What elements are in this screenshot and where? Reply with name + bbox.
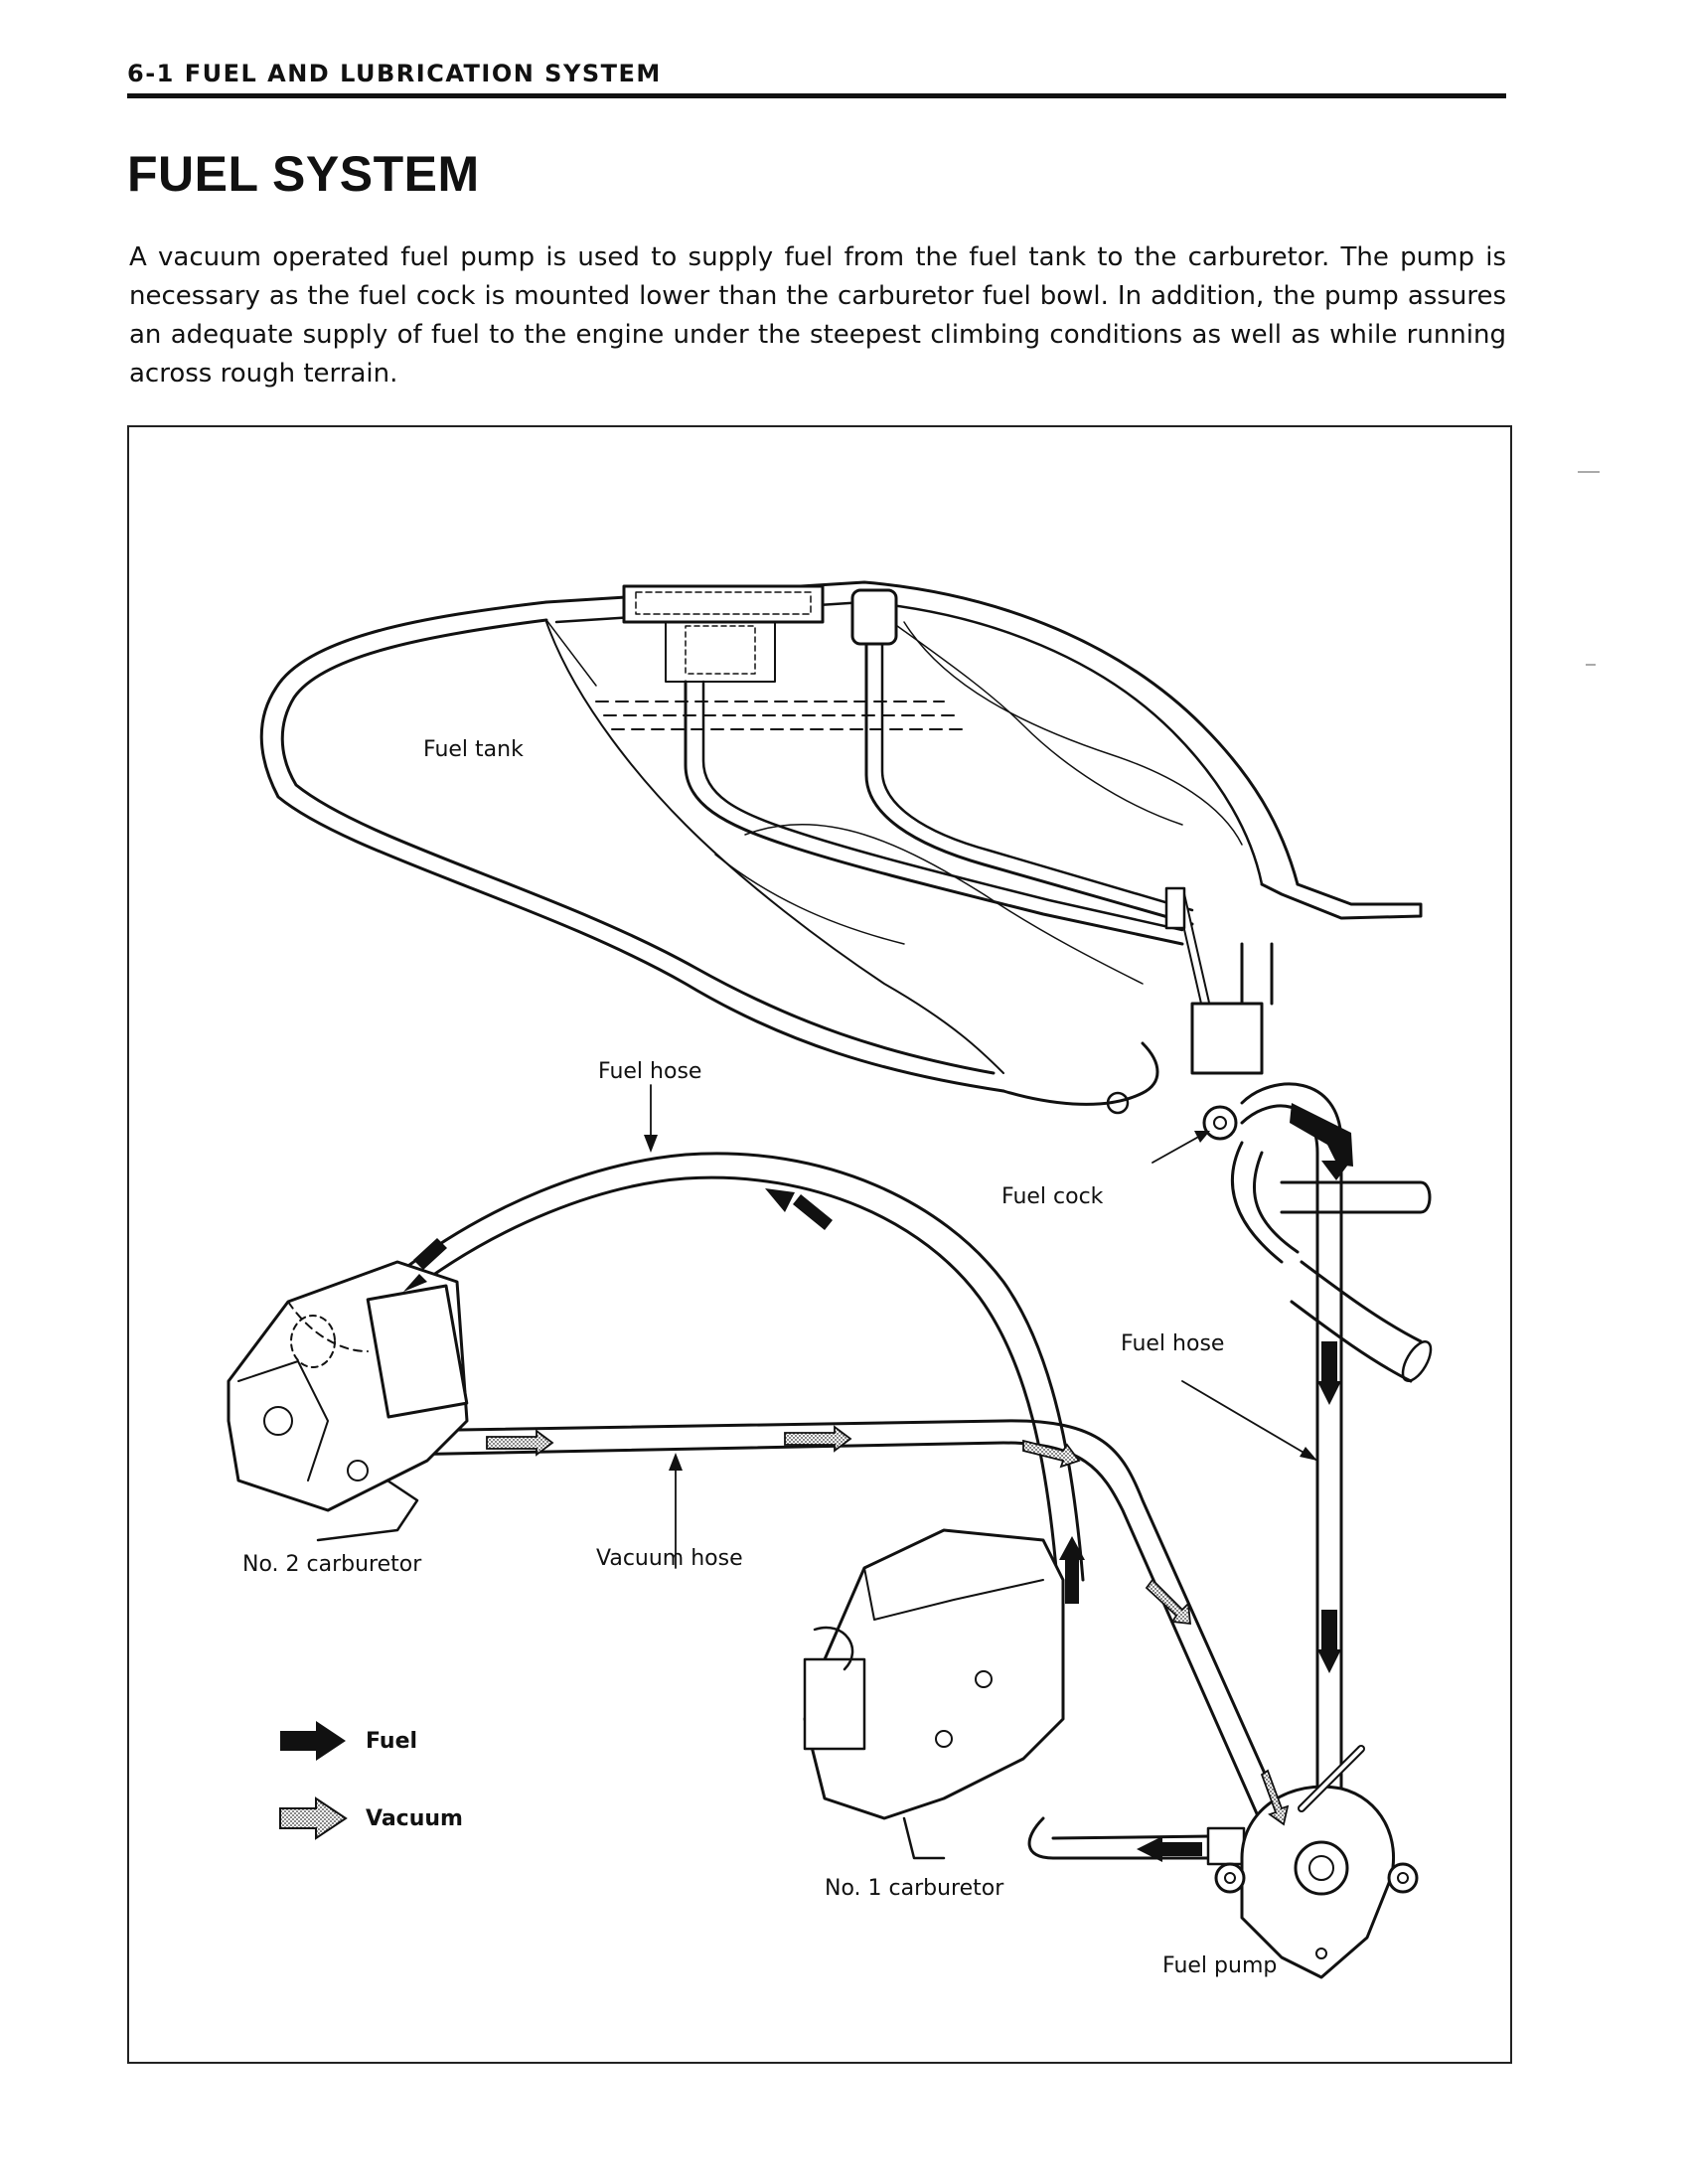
- page-title: FUEL SYSTEM: [127, 146, 480, 202]
- legend-fuel-label: Fuel: [366, 1729, 418, 1754]
- fuel-flow-arrows: [403, 1103, 1353, 1862]
- legend-vacuum-label: Vacuum: [366, 1806, 463, 1831]
- margin-mark: [1586, 664, 1596, 666]
- vacuum-flow-arrows: [486, 1425, 1290, 1826]
- fuel-pump-drawing: [1214, 1745, 1419, 1979]
- carburetor-2-drawing: [227, 1260, 469, 1542]
- legend-vacuum-arrow: [279, 1796, 348, 1840]
- label-carburetor-1: No. 1 carburetor: [825, 1876, 1004, 1901]
- page-header: 6-1 FUEL AND LUBRICATION SYSTEM: [127, 60, 1506, 98]
- leader-lines: [650, 1084, 1318, 1569]
- label-vacuum-hose: Vacuum hose: [596, 1546, 743, 1571]
- label-fuel-pump: Fuel pump: [1162, 1953, 1278, 1978]
- legend-fuel-arrow: [280, 1721, 346, 1761]
- fuel-system-diagram: Fuel tank Fuel hose Fuel cock Fuel hose …: [127, 425, 1512, 2064]
- label-fuel-hose-right: Fuel hose: [1121, 1331, 1225, 1356]
- label-fuel-cock: Fuel cock: [1001, 1184, 1104, 1209]
- carburetor-1-drawing: [803, 1528, 1065, 1860]
- frame-tube-drawing: [1280, 1180, 1433, 1383]
- label-fuel-tank: Fuel tank: [423, 737, 524, 762]
- fuel-hose-top-drawing: [385, 1152, 1085, 1582]
- pump-to-carb-hose-drawing: [1027, 1816, 1246, 1866]
- fuel-cock-drawing: [1164, 886, 1274, 1141]
- fuel-tank-drawing: [259, 580, 1423, 1115]
- label-carburetor-2: No. 2 carburetor: [242, 1552, 422, 1577]
- label-fuel-hose-top: Fuel hose: [598, 1059, 702, 1084]
- margin-mark: [1578, 471, 1600, 473]
- diagram-illustration: [227, 580, 1433, 1979]
- intro-paragraph: A vacuum operated fuel pump is used to s…: [129, 242, 1506, 389]
- section-header: 6-1 FUEL AND LUBRICATION SYSTEM: [127, 60, 662, 87]
